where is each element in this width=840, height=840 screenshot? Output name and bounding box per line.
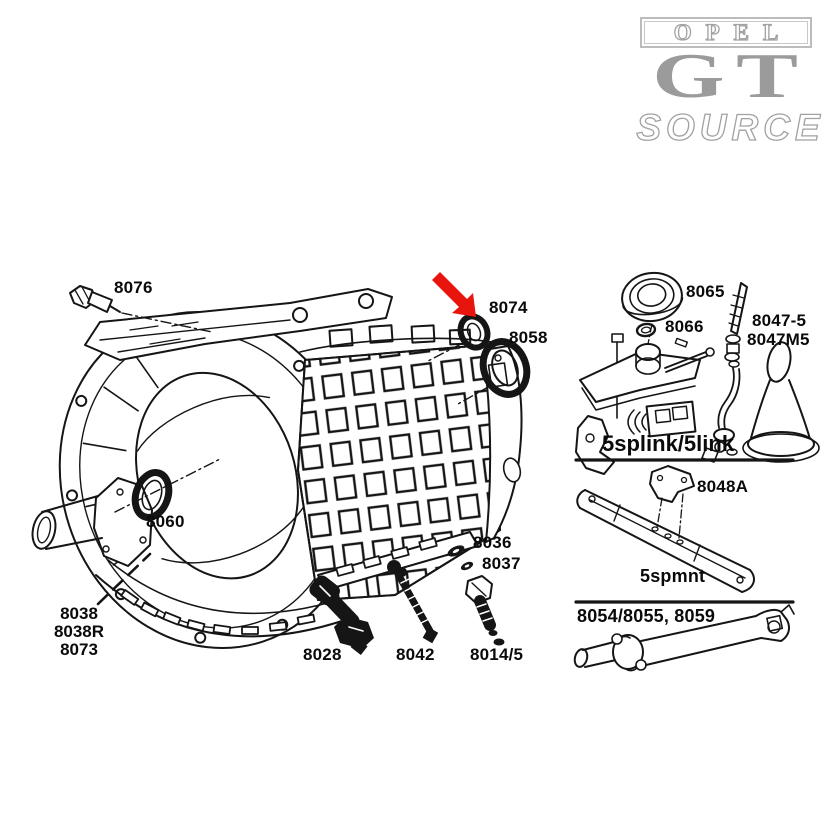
- part-label-8065: 8065: [686, 282, 725, 301]
- part-label-8047m5: 8047M5: [747, 330, 810, 349]
- driveshaft-drawing: [573, 604, 795, 672]
- caption-5splink-5link: 5splink/5link: [602, 431, 735, 456]
- seal-8060: [114, 457, 223, 521]
- part-label-8058: 8058: [509, 328, 548, 347]
- part-label-8048a: 8048A: [697, 477, 749, 496]
- seal-8074: [427, 313, 491, 362]
- part-label-group-8038: 8038 8038R 8073: [40, 605, 118, 659]
- transmission-drawing: [31, 285, 531, 650]
- bolt-8028: [309, 575, 374, 656]
- gt-logo-text: GT: [652, 40, 810, 111]
- part-label-8042: 8042: [396, 645, 435, 664]
- source-logo-text: SOURCE: [636, 107, 825, 149]
- caption-driveshaft-8054-8055-8059: 8054/8055, 8059: [577, 606, 716, 626]
- caption-5spmnt: 5spmnt: [640, 566, 706, 586]
- sensor-8076: [69, 285, 213, 333]
- part-label-8076: 8076: [114, 278, 153, 297]
- seal-8058: [457, 338, 531, 405]
- part-label-8060: 8060: [146, 512, 185, 531]
- part-label-8074: 8074: [489, 298, 528, 317]
- part-label-8028: 8028: [303, 645, 342, 664]
- part-label-8066: 8066: [665, 317, 704, 336]
- part-label-8037: 8037: [482, 554, 521, 573]
- part-label-8038: 8038: [60, 604, 98, 623]
- highlight-arrow-icon: [432, 272, 476, 317]
- part-label-8038r: 8038R: [53, 622, 105, 641]
- crossmember-drawing: [576, 465, 755, 593]
- opel-logo-text: OPEL: [673, 20, 793, 45]
- part-label-8036: 8036: [473, 533, 512, 552]
- part-label-8073: 8073: [60, 640, 98, 659]
- stud-8042: [387, 560, 439, 644]
- part-label-8047-5: 8047-5: [752, 311, 807, 330]
- plug-8014-5-with-washers: [447, 545, 505, 646]
- shifter-assembly-drawing: [575, 271, 820, 475]
- opel-logo-box: OPEL: [640, 17, 812, 48]
- part-label-8014-5: 8014/5: [470, 645, 524, 664]
